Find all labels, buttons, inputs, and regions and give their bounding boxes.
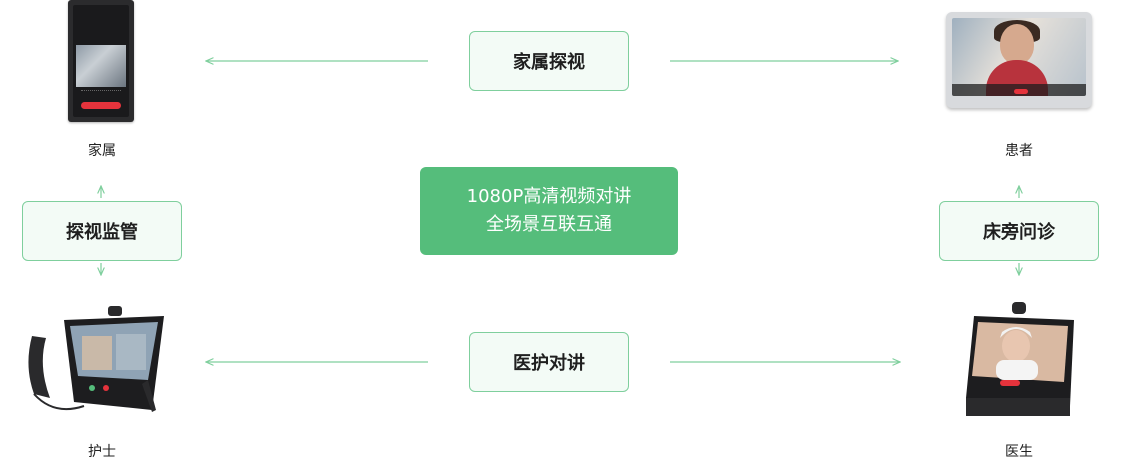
medical-intercom-pill: 医护对讲 xyxy=(469,332,629,392)
center-line-2: 全场景互联互通 xyxy=(486,214,612,235)
nurse-caption: 护士 xyxy=(88,444,116,460)
center-line-1: 1080P高清视频对讲 xyxy=(466,186,632,207)
doctor-caption: 医生 xyxy=(1005,444,1033,460)
patient-caption: 患者 xyxy=(1005,143,1033,159)
patient-tablet-image xyxy=(946,12,1092,108)
center-feature-card: 1080P高清视频对讲 全场景互联互通 xyxy=(420,167,678,255)
family-phone-image xyxy=(68,0,134,122)
doctor-monitor-image xyxy=(966,302,1074,416)
family-caption: 家属 xyxy=(88,143,116,159)
bedside-consultation-pill: 床旁问诊 xyxy=(939,201,1099,261)
family-visit-pill: 家属探视 xyxy=(469,31,629,91)
nurse-desk-phone-image xyxy=(28,306,164,412)
visit-supervision-pill: 探视监管 xyxy=(22,201,182,261)
